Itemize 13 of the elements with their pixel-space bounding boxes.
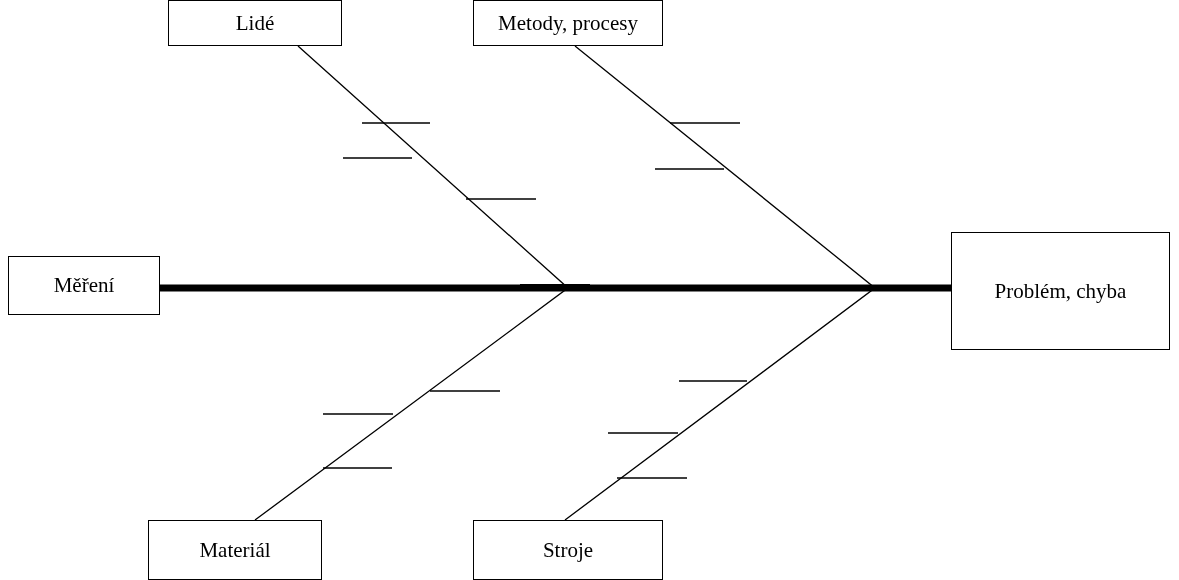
category-box: [8, 256, 160, 315]
box-label: Materiál: [199, 536, 271, 564]
box-label: Stroje: [542, 536, 594, 564]
problem-box: [951, 232, 1170, 350]
box-label: Lidé: [235, 9, 275, 37]
category-box: [473, 0, 663, 46]
category-box: [473, 520, 663, 580]
category-box: [148, 520, 322, 580]
box-label: Metody, procesy: [498, 9, 638, 37]
box-label: Problém, chyba: [994, 277, 1127, 305]
category-box: [168, 0, 342, 46]
box-label: Měření: [53, 272, 115, 300]
spine-line: [160, 284, 951, 292]
